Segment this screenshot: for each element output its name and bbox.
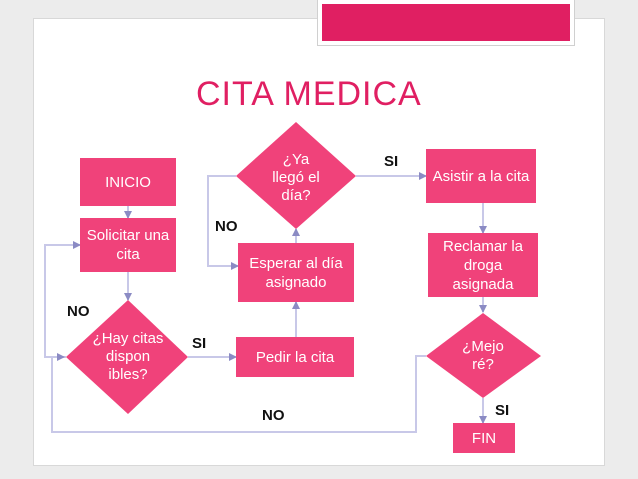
start-node: INICIO [80,158,176,206]
process-reclamar-droga: Reclamar la droga asignada [428,233,538,297]
label-no-hay-citas: NO [67,303,90,320]
page-title: CITA MEDICA [196,75,422,113]
accent-bar [317,0,575,46]
process-asistir-cita: Asistir a la cita [426,149,536,203]
label-si-llego: SI [384,153,399,170]
process-esperar-dia: Esperar al día asignado [238,243,354,302]
end-node: FIN [453,423,515,453]
label-si-hay-citas: SI [192,335,207,352]
label-si-mejore: SI [495,402,510,419]
process-solicitar-cita: Solicitar una cita [80,218,176,272]
decision-diamond-ya-llego [236,122,356,229]
connector-mejore-no [51,353,426,433]
decision-text-ya-llego: ¿Ya llegó el día? [272,151,320,204]
connector-yallego-no [207,175,239,270]
connector-haycitas-no [44,241,81,358]
label-no-llego: NO [215,218,238,235]
decision-text-mejore: ¿Mejo ré? [462,338,504,373]
decision-text-hay-citas: ¿Hay citas dispon ibles? [92,330,164,383]
label-no-mejore: NO [262,407,285,424]
process-pedir-cita: Pedir la cita [236,337,354,377]
decision-diamond-hay-citas [66,300,188,414]
decision-diamond-mejore [426,313,541,398]
